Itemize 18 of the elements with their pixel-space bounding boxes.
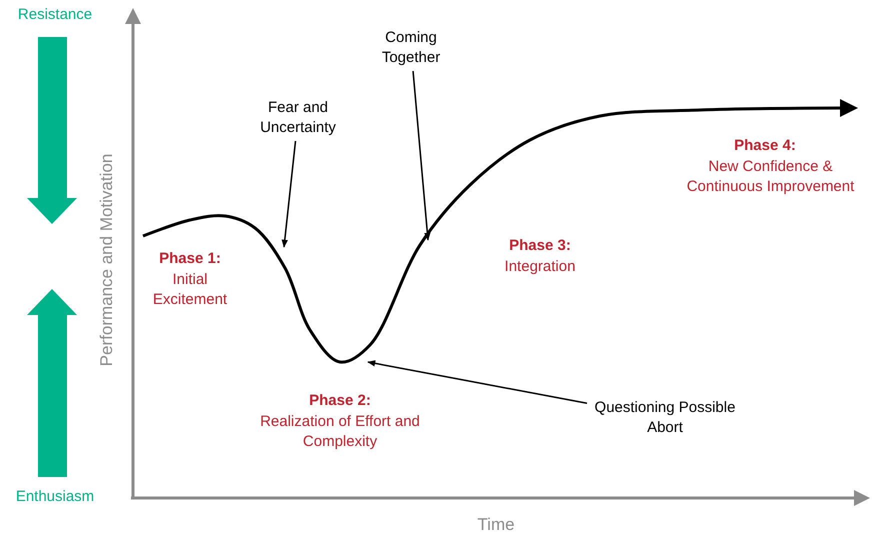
axis-title: Performance and Motivation xyxy=(97,152,117,368)
phase-title: Phase 3: xyxy=(508,236,572,256)
phase-title: Phase 2: xyxy=(308,391,372,411)
phase-label: New Confidence & Continuous Improvement xyxy=(686,157,856,197)
axis-title: Time xyxy=(476,515,516,535)
arrow xyxy=(282,140,296,248)
phase-title: Phase 1: xyxy=(158,249,222,269)
annotation-text: Questioning Possible Abort xyxy=(590,398,740,438)
phase-title: Phase 4: xyxy=(733,136,797,156)
phase-label: Initial Excitement xyxy=(152,270,228,310)
axis-end-label: Resistance xyxy=(16,5,94,25)
phase-label: Realization of Effort and Complexity xyxy=(259,412,421,452)
annotation-text: Fear and Uncertainty xyxy=(248,98,348,138)
annotation-text: Coming Together xyxy=(366,28,456,68)
axis-end-label: Enthusiasm xyxy=(14,487,96,507)
arrow xyxy=(412,70,431,241)
phase-label: Integration xyxy=(504,257,576,277)
arrow xyxy=(367,360,588,404)
